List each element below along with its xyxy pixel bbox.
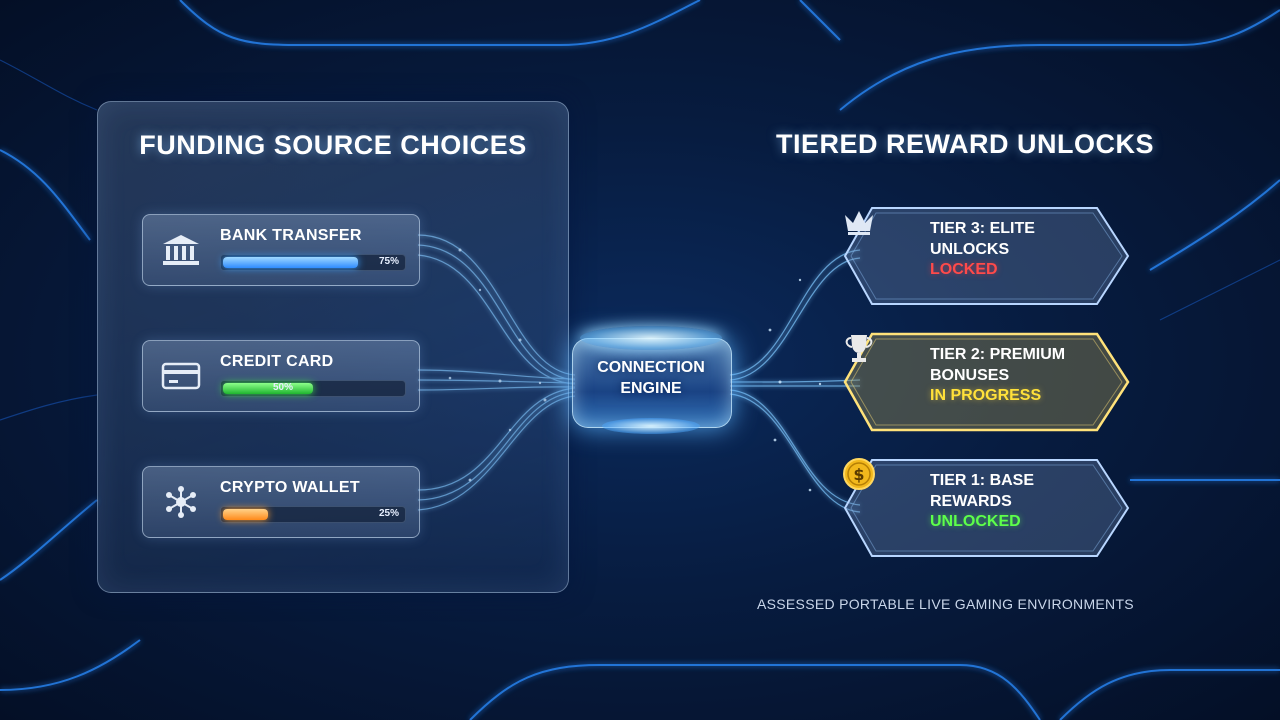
tier-hexagon-frame [843,332,1130,432]
tier-text: TIER 3: ELITE UNLOCKS LOCKED [930,219,1035,281]
tier-hexagon-frame [843,459,1130,557]
engine-label: CONNECTION ENGINE [572,357,730,399]
tier-2-premium-bonuses[interactable]: TIER 2: PREMIUM BONUSES IN PROGRESS [842,331,1132,433]
source-label: CREDIT CARD [220,353,334,370]
progress-fill [223,257,358,268]
trophy-icon [845,335,873,362]
progress-percent: 50% [273,382,294,393]
tier-text: TIER 1: BASE REWARDS UNLOCKED [930,471,1034,533]
footer-caption: ASSESSED PORTABLE LIVE GAMING ENVIRONMEN… [757,596,1134,612]
tier-name-cont: BONUSES [930,366,1010,384]
progress-bar: 75% [220,254,406,271]
source-label: CRYPTO WALLET [220,479,360,496]
tier-status-in-progress: IN PROGRESS [930,387,1042,404]
tier-name-cont: UNLOCKS [930,240,1010,258]
progress-bar: 25% [220,506,406,523]
engine-body [572,338,732,428]
tier-1-base-rewards[interactable]: $ TIER 1: BASE REWARDS UNLOCKED [842,457,1132,559]
engine-top-glow [580,326,722,350]
progress-percent: 75% [378,256,399,267]
funding-source-panel: FUNDING SOURCE CHOICES BANK TRANSFER 75%… [97,101,569,593]
progress-fill [223,383,313,394]
funding-source-title: FUNDING SOURCE CHOICES [139,130,527,160]
source-card-credit-card[interactable]: CREDIT CARD 50% [142,340,420,412]
engine-label-line1: CONNECTION [597,359,705,376]
progress-percent: 25% [378,508,399,519]
crypto-network-icon [166,486,196,518]
crown-icon [845,211,873,235]
source-card-crypto-wallet[interactable]: CRYPTO WALLET 25% [142,466,420,538]
engine-base-glow [602,418,700,434]
tier-status-locked: LOCKED [930,261,998,278]
svg-text:$: $ [853,465,864,484]
engine-label-line2: ENGINE [620,380,682,397]
source-label: BANK TRANSFER [220,227,362,244]
credit-card-icon [161,362,201,390]
tier-name: TIER 2: PREMIUM [930,346,1066,363]
tier-hexagon-frame [843,207,1130,305]
bank-icon [163,235,199,265]
tiered-rewards-title: TIERED REWARD UNLOCKS [775,129,1154,159]
source-card-bank-transfer[interactable]: BANK TRANSFER 75% [142,214,420,286]
tier-name-cont: REWARDS [930,492,1012,510]
tier-status-unlocked: UNLOCKED [930,513,1021,530]
tier-text: TIER 2: PREMIUM BONUSES IN PROGRESS [930,345,1065,407]
tier-name: TIER 3: ELITE [930,220,1035,237]
progress-fill [223,509,268,520]
progress-bar: 50% [220,380,406,397]
connection-engine: CONNECTION ENGINE [572,326,732,438]
tier-name: TIER 1: BASE [930,472,1035,489]
dollar-coin-icon: $ [843,458,875,490]
tier-3-elite-unlocks[interactable]: TIER 3: ELITE UNLOCKS LOCKED [842,205,1132,307]
